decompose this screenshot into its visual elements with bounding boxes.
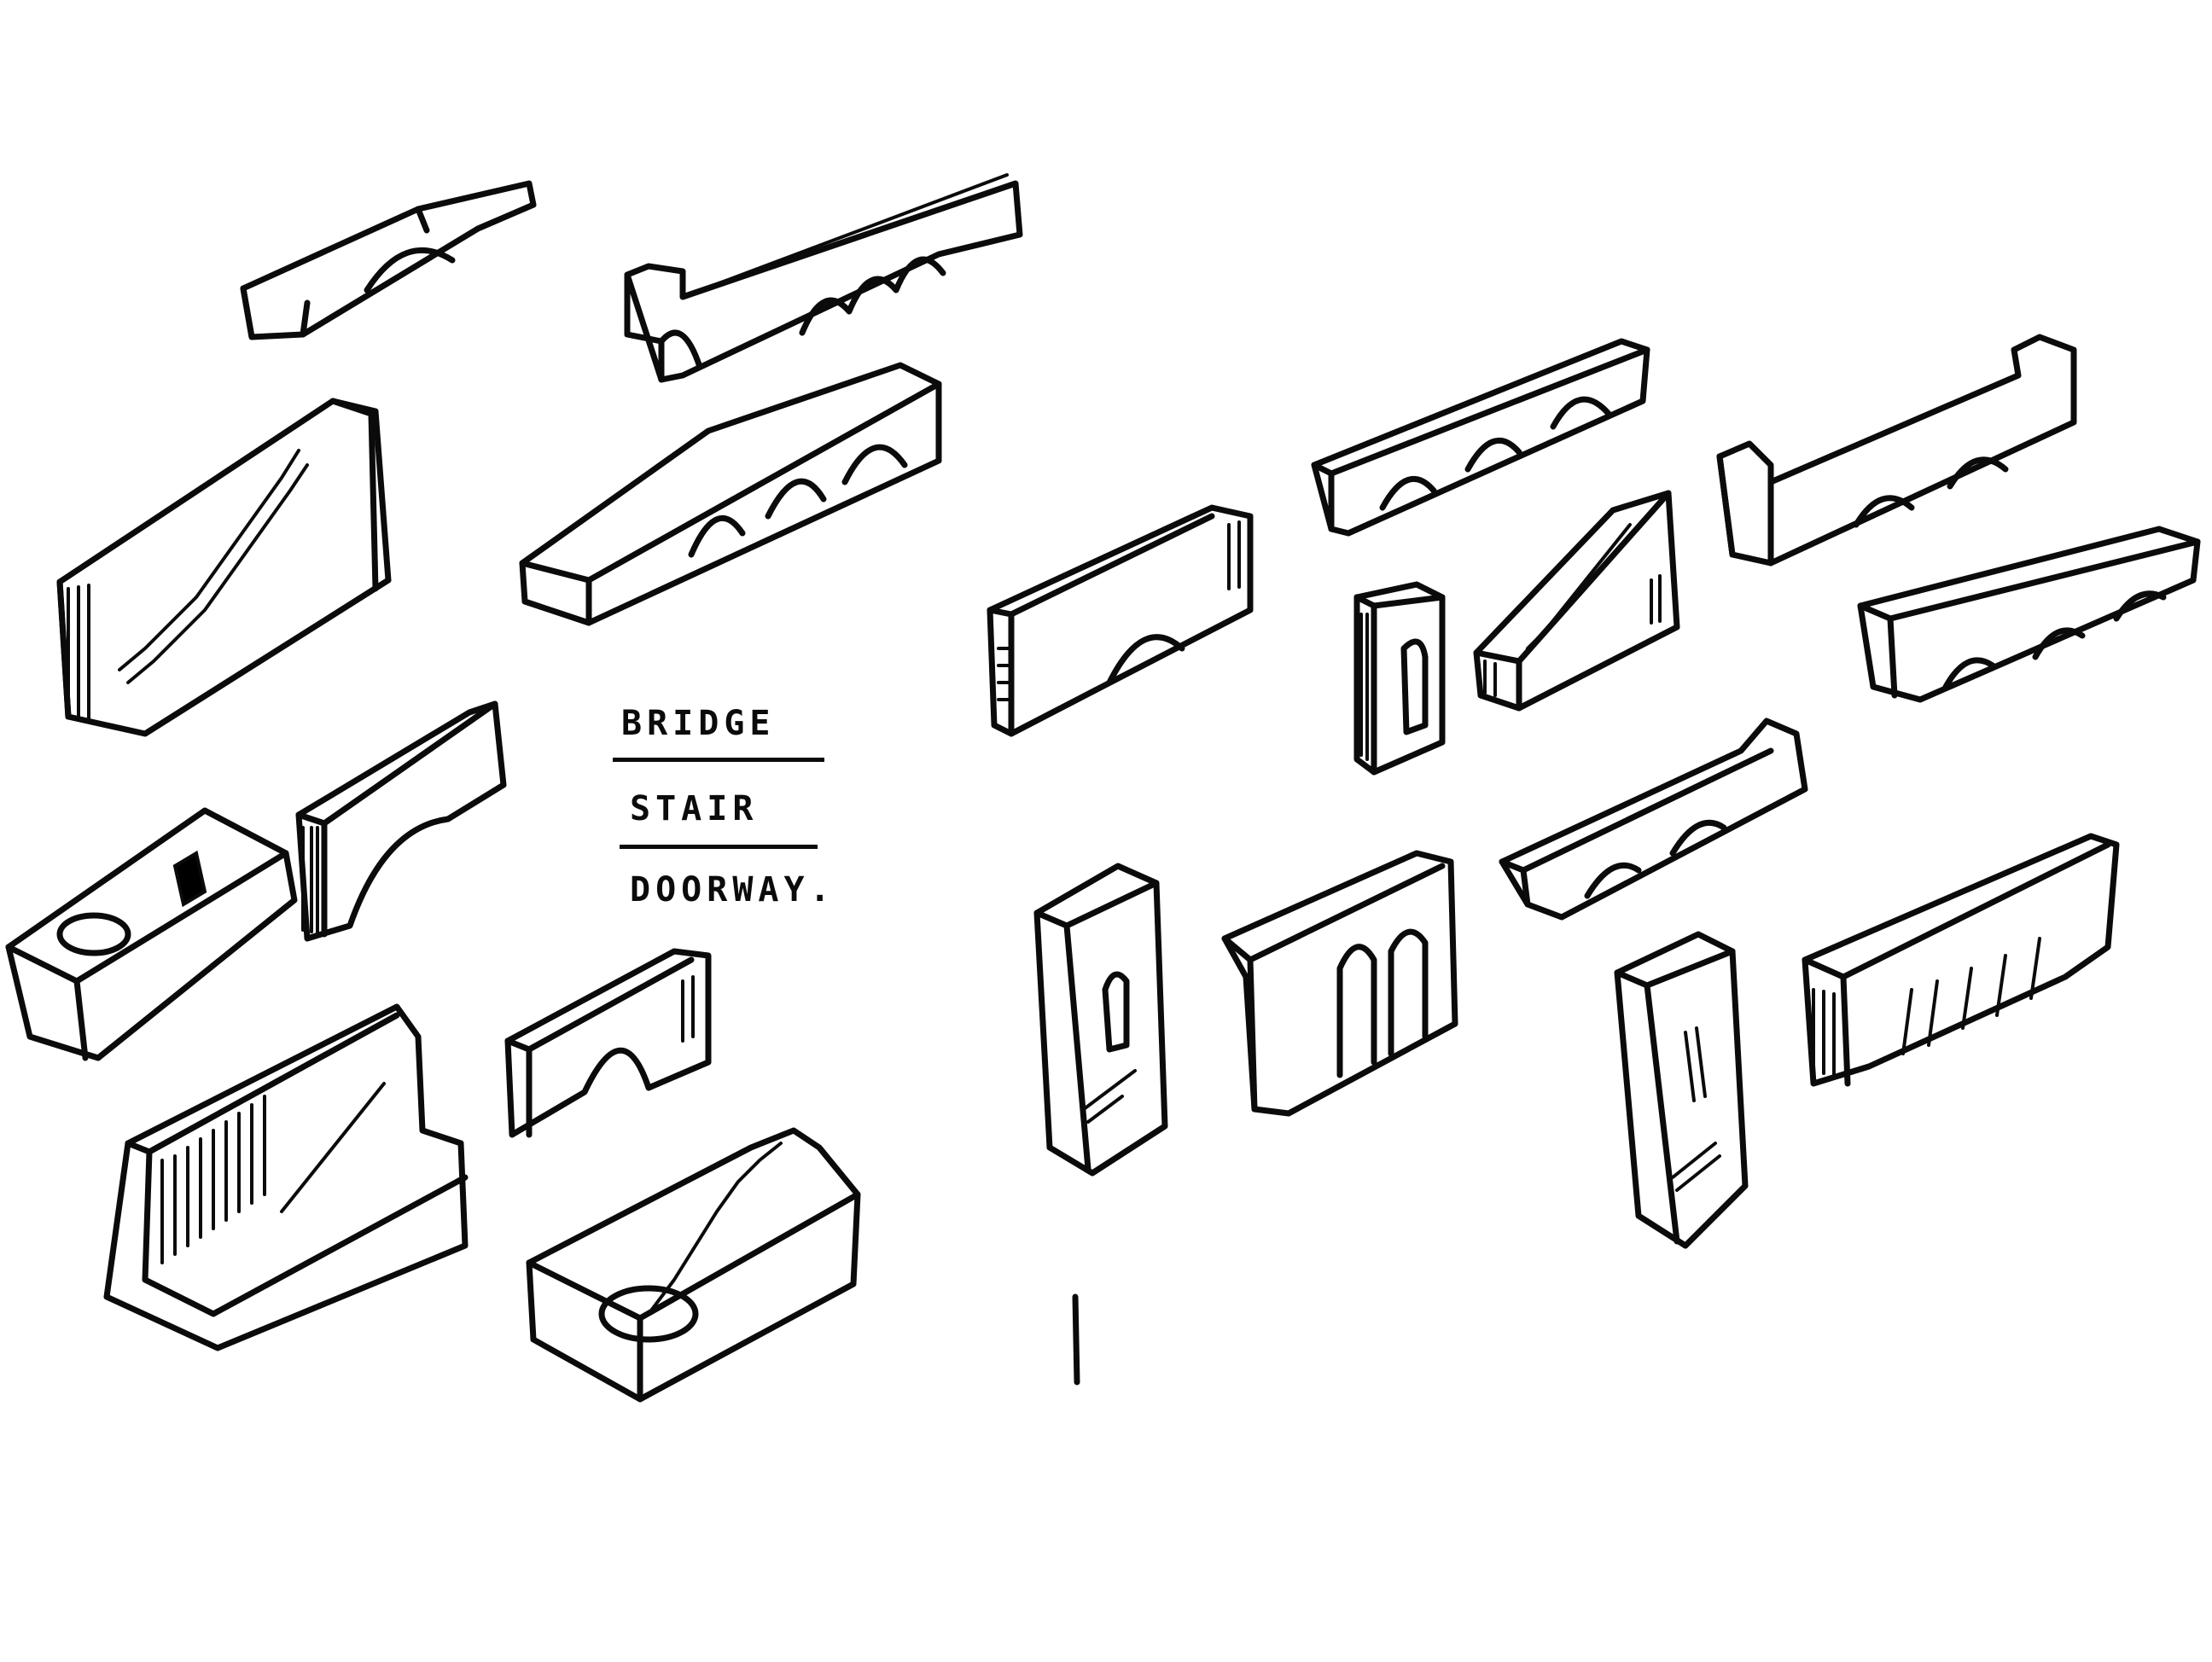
sketch-courtyard-with-stair [103,1003,469,1351]
label-rule-1 [613,758,824,762]
sketch-stair-ramp-block [1473,490,1680,712]
label-stair: STAIR [630,789,759,828]
sketch-doorway-tower-center [1033,863,1168,1177]
label-rule-2 [620,845,818,849]
sketch-tick-mark [1072,1293,1080,1386]
label-bridge: BRIDGE [621,704,776,743]
sketch-scalloped-bridge [1857,526,2201,703]
sketch-stair-arch-bridge [987,504,1254,737]
sketch-triple-arch-bridge-large [519,362,942,626]
sketch-plaza-stair-well [526,1127,861,1403]
sketch-arch-bridge-dotted [1311,338,1650,537]
sketch-arch-bridge-right [1499,718,1808,921]
sketch-ramp-bridge-small [240,180,537,340]
sketch-triple-arch-bridge-top [624,173,1023,383]
sketch-arch-block-middle [504,948,712,1138]
label-doorway: DOORWAY. [630,870,835,909]
sketch-double-arch-wall [1221,850,1458,1117]
sketch-door-pillar-small [1353,581,1446,776]
sketch-plaza-with-well [5,807,298,1061]
sketch-doorway-tower-right [1614,931,1749,1249]
sketch-wall-with-opening [1802,833,2120,1087]
sketch-arch-wall-left [295,700,507,942]
sketch-bridge-with-tower [1716,334,2077,567]
sketch-wall-with-stair [56,398,392,737]
